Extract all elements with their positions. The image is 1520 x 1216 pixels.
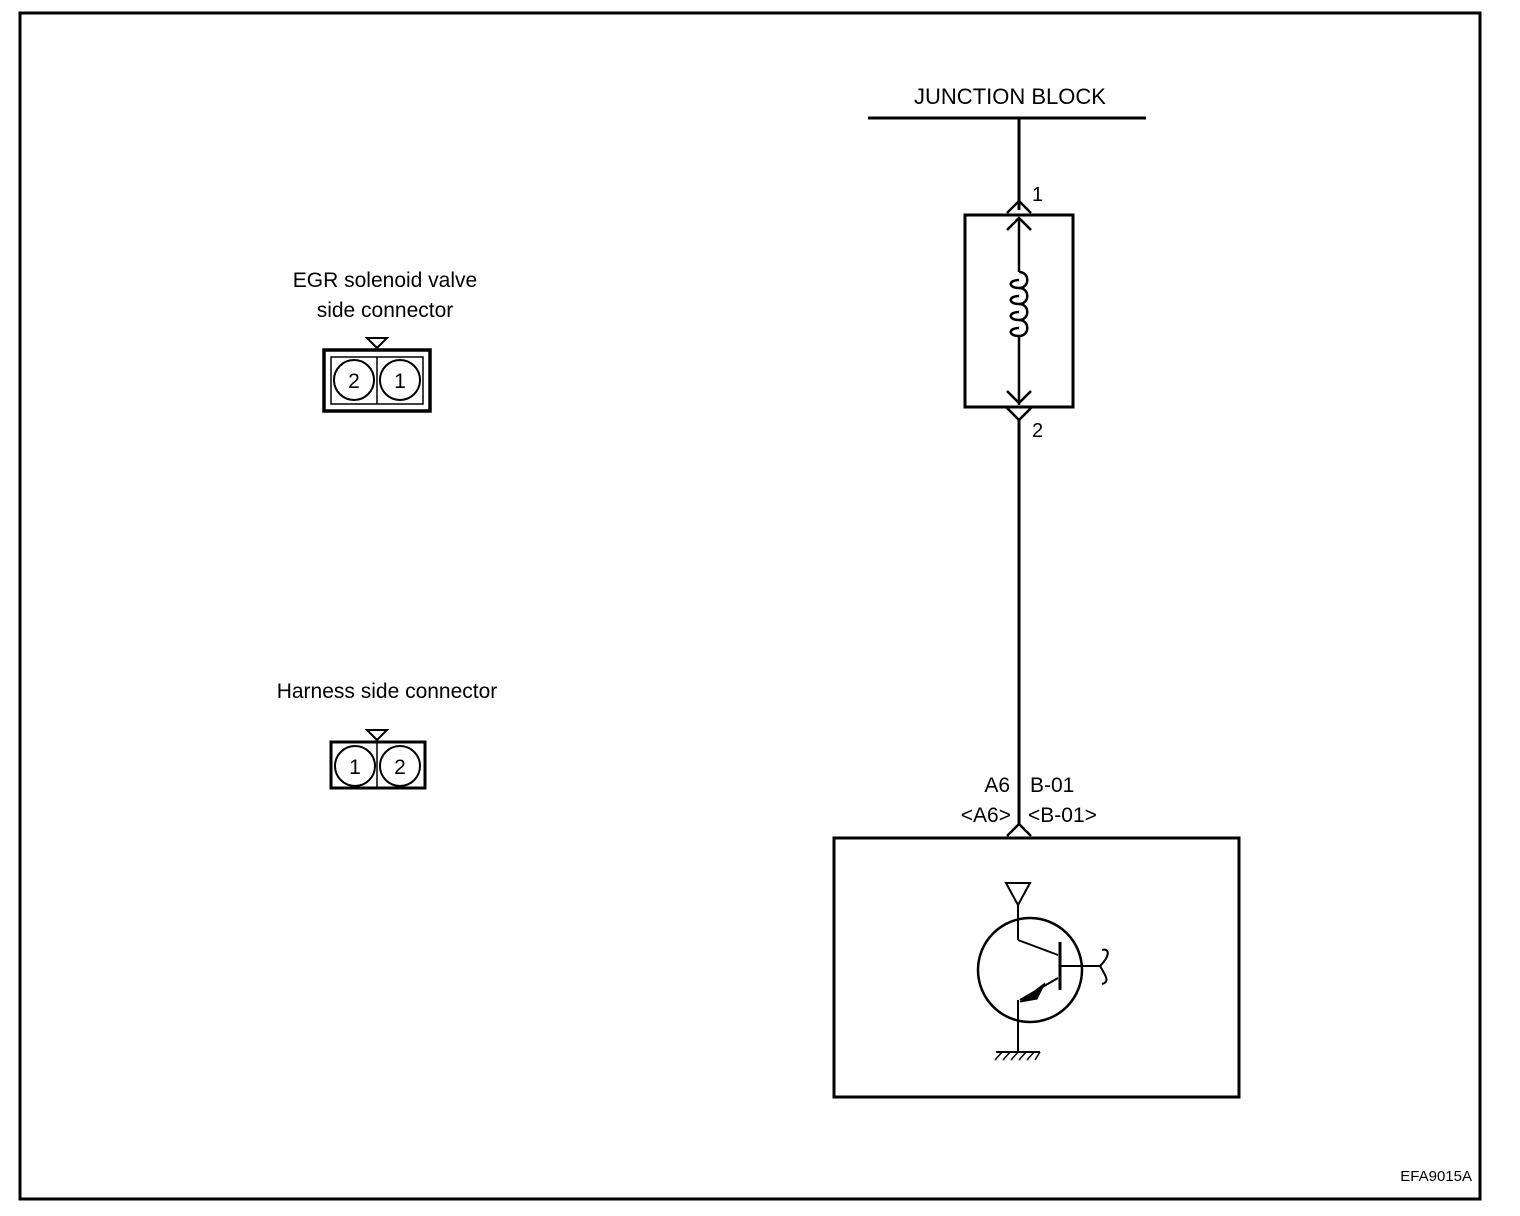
diagram-frame [18, 11, 1482, 1201]
ground-icon [994, 1051, 1041, 1061]
ecm-pin-b01-label: B-01 [1030, 774, 1074, 797]
harness-connector-title: Harness side connector [277, 680, 498, 703]
egr-connector-pin-right: 1 [394, 370, 406, 393]
egr-connector-face [322, 337, 432, 413]
egr-connector-title-line2: side connector [317, 299, 454, 322]
egr-connector-pin-left: 2 [348, 370, 360, 393]
ecm-pin-a6-label: A6 [984, 774, 1010, 797]
ecm-box [832, 836, 1241, 1099]
junction-block-label: JUNCTION BLOCK [914, 84, 1106, 109]
solenoid-pin2-inner-arrow-icon [1006, 390, 1032, 405]
solenoid-pin2-label: 2 [1032, 420, 1043, 442]
harness-connector-pin-right: 2 [394, 756, 406, 779]
solenoid-pin2-terminal-icon [1006, 407, 1032, 422]
ecm-pin-b01-alt-label: <B-01> [1028, 804, 1097, 827]
harness-connector-pin-left: 1 [349, 756, 361, 779]
harness-connector-face [329, 729, 427, 790]
npn-transistor-icon [976, 882, 1109, 1052]
solenoid-pin1-label: 1 [1032, 184, 1043, 206]
figure-code: EFA9015A [1400, 1168, 1472, 1185]
solenoid-coil-icon [1009, 218, 1029, 405]
solenoid-pin1-terminal-icon [1006, 199, 1032, 214]
ecm-terminal-icon [1006, 822, 1032, 837]
egr-connector-title-line1: EGR solenoid valve [293, 269, 477, 292]
ecm-pin-a6-alt-label: <A6> [961, 804, 1011, 827]
egr-solenoid-body [963, 213, 1075, 409]
